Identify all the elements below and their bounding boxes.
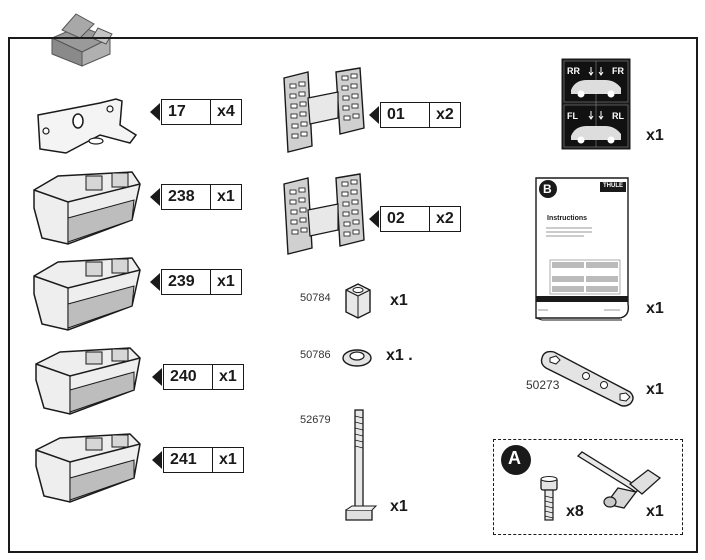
rubber-pad-icon xyxy=(283,173,365,255)
pointer-arrow-icon xyxy=(369,210,379,228)
part-qty: x2 xyxy=(436,106,454,123)
part-qty: x1 xyxy=(390,498,408,515)
pointer-arrow-icon xyxy=(369,106,379,124)
part-qty: x1 xyxy=(646,381,664,398)
part-qty: x1 xyxy=(219,451,237,468)
part-number: 50786 xyxy=(300,349,331,361)
part-qty: x1 xyxy=(390,292,408,309)
part-code: 01 xyxy=(381,103,430,127)
sticker-label-rr: RR xyxy=(567,66,580,76)
part-label-239: 239 x1 xyxy=(161,269,242,295)
part-code: 02 xyxy=(381,207,430,231)
pad-label-01: 01 x2 xyxy=(380,102,461,128)
part-label-238: 238 x1 xyxy=(161,184,242,210)
instructions-brand: THULE xyxy=(603,183,623,189)
instructions-booklet-icon xyxy=(535,177,630,321)
hex-nut-icon xyxy=(345,283,371,319)
pointer-arrow-icon xyxy=(150,273,160,291)
part-qty: x4 xyxy=(217,103,235,120)
pointer-arrow-icon xyxy=(152,451,162,469)
part-code: 17 xyxy=(162,100,211,124)
pointer-arrow-icon xyxy=(150,188,160,206)
sticker-label-rl: RL xyxy=(612,111,624,121)
part-number: 50784 xyxy=(300,292,331,304)
part-code: 241 xyxy=(164,448,213,472)
position-sticker-sheet-icon xyxy=(561,58,631,150)
part-number: 50273 xyxy=(526,378,560,392)
socket-head-screw-icon xyxy=(540,476,558,521)
tool-set-box xyxy=(493,439,683,535)
pointer-arrow-icon xyxy=(152,368,162,386)
flat-wrench-icon xyxy=(540,350,634,407)
foot-pack-icon xyxy=(35,433,141,503)
part-label-241: 241 x1 xyxy=(163,447,244,473)
sticker-label-fl: FL xyxy=(567,111,578,121)
foot-pack-icon xyxy=(33,257,141,331)
part-qty: x1 xyxy=(219,368,237,385)
badge-circle-icon xyxy=(501,445,531,475)
instructions-badge: B xyxy=(543,182,552,196)
part-qty: x8 xyxy=(566,503,584,520)
part-qty: x2 xyxy=(436,210,454,227)
part-code: 240 xyxy=(164,365,213,389)
pointer-arrow-icon xyxy=(150,103,160,121)
parts-frame xyxy=(8,37,698,553)
package-box-icon xyxy=(50,13,113,67)
pad-label-02: 02 x2 xyxy=(380,206,461,232)
sticker-label-fr: FR xyxy=(612,66,624,76)
part-qty: x1 xyxy=(646,503,664,520)
instructions-heading: Instructions xyxy=(547,215,588,222)
part-qty: x1 . xyxy=(386,347,413,364)
foot-pack-icon xyxy=(35,347,141,415)
foot-pack-icon xyxy=(33,171,141,245)
part-number: 52679 xyxy=(300,414,331,426)
part-code: 239 xyxy=(162,270,211,294)
tool-set-badge: A xyxy=(508,448,521,468)
t-handle-key-icon xyxy=(576,451,662,509)
part-label-240: 240 x1 xyxy=(163,364,244,390)
t-bolt-icon xyxy=(345,409,378,521)
rubber-pad-icon xyxy=(283,67,365,153)
part-qty: x1 xyxy=(217,188,235,205)
part-qty: x1 xyxy=(217,273,235,290)
part-code: 238 xyxy=(162,185,211,209)
bracket-icon xyxy=(37,98,138,154)
part-qty: x1 xyxy=(646,300,664,317)
washer-icon xyxy=(342,349,372,367)
part-label-17: 17 x4 xyxy=(161,99,242,125)
part-qty: x1 xyxy=(646,127,664,144)
